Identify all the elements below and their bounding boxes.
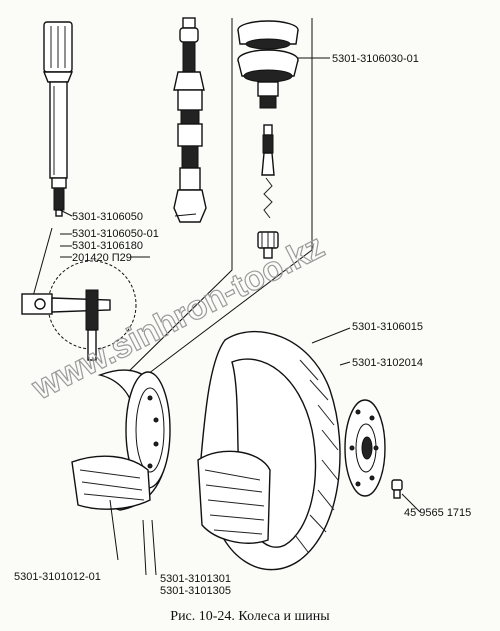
label-valve-key: 5301-3106050 bbox=[72, 211, 143, 223]
leader-lines bbox=[59, 57, 421, 513]
valve-key-tool bbox=[42, 21, 74, 217]
label-valve-key-body: 5301-3106050-01 bbox=[72, 228, 159, 240]
rim bbox=[71, 369, 171, 576]
valve-cap-assembly bbox=[237, 20, 299, 259]
label-nut: 201420 П29 bbox=[72, 252, 132, 264]
tire-tube bbox=[197, 330, 341, 571]
valve-body bbox=[173, 17, 207, 223]
label-tire: 5301-3102014 bbox=[352, 357, 423, 369]
label-valve-cap: 5301-3106030-01 bbox=[332, 53, 419, 65]
figure-caption: Рис. 10-24. Колеса и шины bbox=[170, 609, 330, 624]
wheel-bolt bbox=[391, 479, 403, 499]
label-nipple: 5301-3106180 bbox=[72, 240, 143, 252]
label-lock-ring: 5301-3101301 bbox=[160, 573, 231, 585]
label-bolt: 45 9565 1715 bbox=[404, 507, 471, 519]
label-tube: 5301-3106015 bbox=[352, 321, 423, 333]
detail-frame bbox=[31, 18, 313, 381]
wheel-disc bbox=[344, 399, 386, 497]
valve-stem-detail bbox=[21, 260, 137, 361]
label-side-ring: 5301-3101305 bbox=[160, 585, 231, 597]
label-rim: 5301-3101012-01 bbox=[14, 571, 101, 583]
